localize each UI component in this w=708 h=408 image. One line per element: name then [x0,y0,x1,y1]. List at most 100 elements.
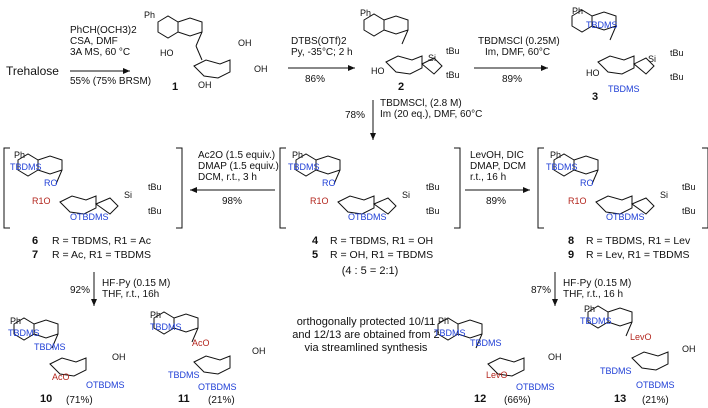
compound-4-5-tbdms: TBDMS [288,162,320,172]
compound-9-number: 9 [568,249,575,261]
step4-yield: 78% [345,110,366,121]
step8-yield: 87% [531,285,552,296]
compound-3-ph: Ph [572,6,584,16]
step8-reagent-1: HF·Py (0.15 M) [563,278,632,289]
step7-yield: 92% [70,285,91,296]
compound-11-ph: Ph [150,310,162,320]
compound-10-number: 10 [40,393,53,405]
compound-4-5-structure [295,153,397,215]
scheme-note: orthogonally protected 10/11 and 12/13 a… [292,316,440,354]
compound-8-desc: R = TBDMS, R1 = Lev [586,235,691,247]
compound-11-tbdms-1: TBDMS [150,322,182,332]
compound-12-number: 12 [474,393,487,405]
compound-4-5-tbu-2: tBu [426,206,440,216]
step3-reagent-1: TBDMSCl (0.25M) [478,36,560,47]
compound-4-5-ro: RO [322,178,336,188]
step5-reagent-1: Ac2O (1.5 equiv.) [198,150,276,161]
compound-13-tbdms-1: TBDMS [580,316,612,326]
compound-4-5-r1o: R1O [310,196,329,206]
compound-7-desc: R = Ac, R1 = TBDMS [52,249,152,261]
compound-8-9-si: Si [660,190,669,200]
compound-7-number: 7 [32,249,39,261]
compound-10-tbdms-2: TBDMS [34,342,66,352]
step7-reagent-1: HF·Py (0.15 M) [102,278,171,289]
step5-reagent-2: DMAP (1.5 equiv.) [198,161,279,172]
compound-8-9-otbdms: OTBDMS [606,212,645,222]
compound-4-5-ph: Ph [292,150,304,160]
compound-4-number: 4 [312,235,319,247]
ratio-4-5: (4 : 5 = 2:1) [341,265,399,277]
compound-8-9-tbu-2: tBu [682,206,696,216]
compound-13-yield: (21%) [642,395,669,406]
step1-reagent-2: CSA, DMF [70,36,118,47]
compound-6-7-ro: RO [44,178,58,188]
compound-2-ph: Ph [360,8,372,18]
compound-12-oh: OH [548,352,562,362]
compound-6-7-si: Si [124,190,133,200]
compound-8-9-tbdms: TBDMS [546,162,578,172]
compound-9-desc: R = Lev, R1 = TBDMS [586,249,690,261]
compound-5-desc: R = OH, R1 = TBDMS [330,249,434,261]
compound-13-number: 13 [614,393,627,405]
compound-1-oh-1: OH [238,38,252,48]
bracket-right-4-5 [454,147,461,229]
compound-1-structure [157,15,231,79]
compound-12-otbdms: OTBDMS [516,382,555,392]
compound-10-aco: AcO [52,372,70,382]
bracket-left-8-9 [537,147,544,229]
compound-2-tbu-1: tBu [446,46,460,56]
compound-4-5-si: Si [402,190,411,200]
compound-1-oh-3: OH [198,80,212,90]
compound-4-5-otbdms: OTBDMS [348,212,387,222]
compound-13-levo: LevO [630,332,652,342]
compound-2-tbu-2: tBu [446,70,460,80]
compound-10-tbdms-1: TBDMS [8,328,40,338]
compound-13-tbdms-2: TBDMS [600,366,632,376]
compound-11-otbdms: OTBDMS [198,382,237,392]
trehalose-label: Trehalose [6,64,59,78]
compound-8-9-tbu-1: tBu [682,182,696,192]
step2-reagent-2: Py, -35°C; 2 h [291,47,353,58]
step2-reagent-1: DTBS(OTf)2 [291,36,347,47]
step6-yield: 89% [486,196,507,207]
compound-3-structure [571,9,655,75]
compound-8-9-r1o: R1O [568,196,587,206]
compound-8-9-ph: Ph [550,150,562,160]
step4-reagent-1: TBDMSCl, (2.8 M) [380,98,462,109]
bracket-left-6-7 [3,147,10,229]
compound-2-number: 2 [398,81,405,93]
compound-12-yield: (66%) [504,395,531,406]
step2-yield: 86% [305,74,326,85]
compound-13-otbdms: OTBDMS [636,380,675,390]
compound-11-oh: OH [252,346,266,356]
bracket-left-4-5 [279,147,286,229]
compound-1-ho: HO [160,48,174,58]
compound-2-ho: HO [371,66,385,76]
compound-3-tbu-2: tBu [670,72,684,82]
step6-reagent-1: LevOH, DIC [470,150,524,161]
step6-reagent-3: r.t., 16 h [470,172,507,183]
step3-yield: 89% [502,74,523,85]
bracket-right-8-9 [702,147,708,229]
compound-13-ph: Ph [584,304,596,314]
compound-4-5-tbu-1: tBu [426,182,440,192]
compound-6-7-otbdms: OTBDMS [70,212,109,222]
step1-reagent-1: PhCH(OCH3)2 [70,25,137,36]
compound-10-ph: Ph [10,316,22,326]
compound-10-oh: OH [112,352,126,362]
compound-6-7-tbu-2: tBu [148,206,162,216]
compound-8-9-structure [553,153,655,215]
compound-1-oh-2: OH [254,64,268,74]
step5-reagent-3: DCM, r.t., 3 h [198,172,257,183]
compound-11-yield: (21%) [208,395,235,406]
compound-3-tbdms: TBDMS [586,20,618,30]
step6-reagent-2: DMAP, DCM [470,161,526,172]
compound-12-ph: Ph [438,316,450,326]
compound-13-oh: OH [682,344,696,354]
compound-6-7-tbdms: TBDMS [10,162,42,172]
compound-11-number: 11 [178,393,190,405]
compound-6-desc: R = TBDMS, R1 = Ac [52,235,152,247]
step1-yield: 55% (75% BRSM) [70,76,152,87]
compound-6-number: 6 [32,235,39,247]
step1-reagent-3: 3A MS, 60 °C [70,47,131,58]
